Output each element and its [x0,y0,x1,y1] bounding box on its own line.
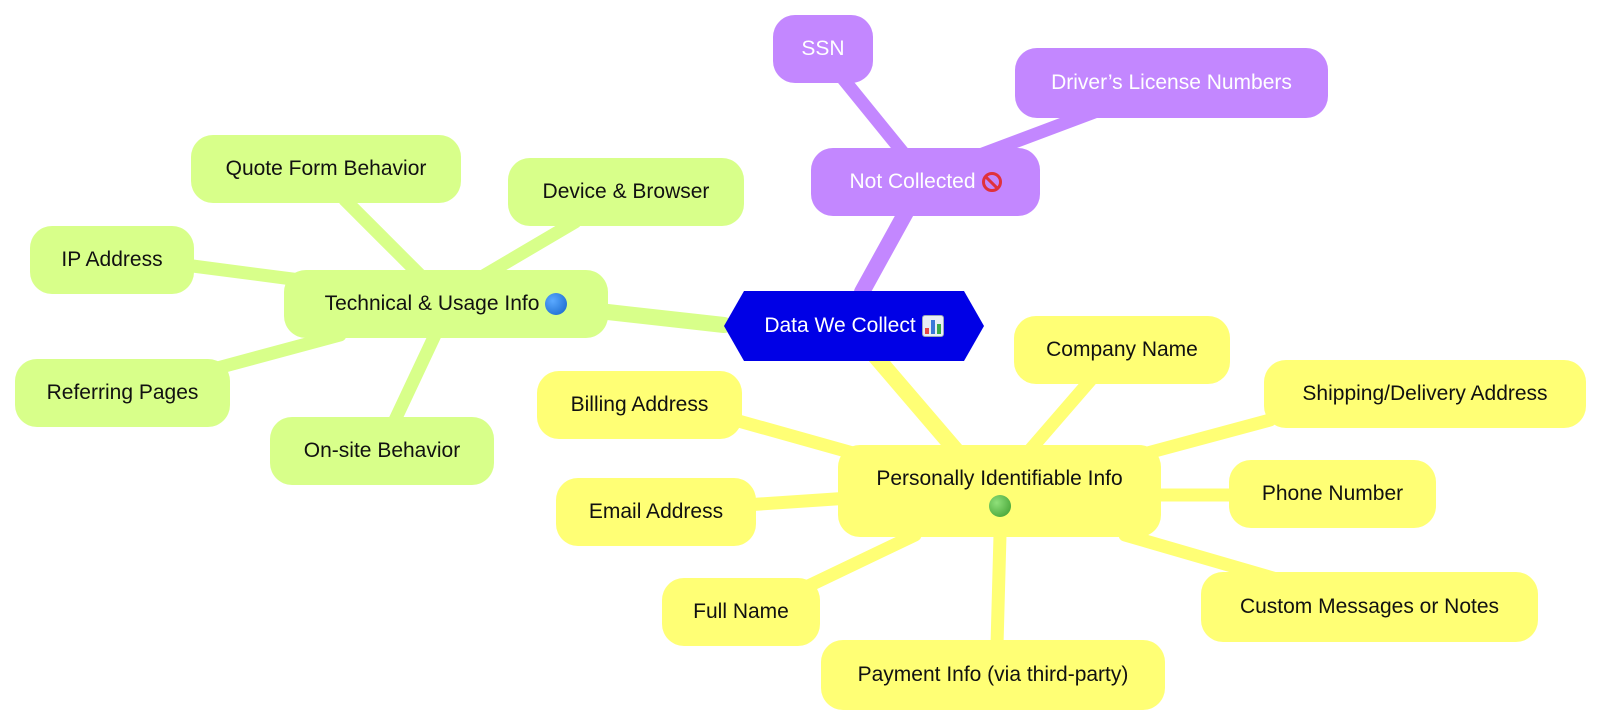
node-phone-number[interactable]: Phone Number [1229,460,1436,528]
node-quote-form-behavior[interactable]: Quote Form Behavior [191,135,461,203]
edge-not-collected-ssn [833,68,912,162]
root-node[interactable]: Data We Collect [724,291,984,361]
node-drivers-license[interactable]: Driver’s License Numbers [1015,48,1328,118]
node-phone-number-label: Phone Number [1261,482,1404,505]
node-company-name-label: Company Name [1046,338,1198,361]
prohibited-icon [981,172,1002,192]
node-drivers-license-label: Driver’s License Numbers [1051,71,1292,94]
root-label: Data We Collect [764,314,916,337]
node-full-name[interactable]: Full Name [662,578,820,646]
node-payment-info[interactable]: Payment Info (via third-party) [821,640,1165,710]
edge-pii-fullname [793,528,922,597]
node-email-address-label: Email Address [588,500,724,523]
edge-pii-billing [728,413,867,462]
node-shipping-address[interactable]: Shipping/Delivery Address [1264,360,1586,428]
edge-technical-quote [338,193,427,282]
node-ssn[interactable]: SSN [773,15,873,83]
edge-pii-payment [990,528,1007,652]
node-ip-address-label: IP Address [61,248,163,271]
node-ip-address[interactable]: IP Address [30,226,194,294]
edge-pii-email [738,491,857,512]
node-device-browser[interactable]: Device & Browser [508,158,744,226]
node-billing-address[interactable]: Billing Address [537,371,742,439]
node-referring-pages-label: Referring Pages [46,381,199,404]
node-referring-pages[interactable]: Referring Pages [15,359,230,427]
node-full-name-label: Full Name [693,600,789,623]
edge-root-technical [582,302,732,333]
node-quote-form-behavior-label: Quote Form Behavior [225,157,427,180]
node-payment-info-label: Payment Info (via third-party) [857,663,1129,686]
edge-technical-device [478,215,582,282]
node-billing-address-label: Billing Address [570,393,709,416]
node-onsite-behavior-label: On-site Behavior [303,439,461,462]
node-device-browser-label: Device & Browser [542,180,710,203]
edge-technical-onsite [388,328,442,427]
blue-circle-icon [545,293,568,315]
node-custom-messages[interactable]: Custom Messages or Notes [1201,572,1538,642]
edge-technical-ip [178,258,307,287]
edge-pii-company [1023,368,1102,457]
branch-not-collected[interactable]: Not Collected [811,148,1040,216]
branch-technical-label: Technical & Usage Info [324,292,540,315]
edge-technical-referring [203,328,347,377]
green-circle-icon [988,495,1011,517]
node-company-name[interactable]: Company Name [1014,316,1230,384]
edge-root-not-collected [854,197,918,300]
branch-technical[interactable]: Technical & Usage Info [284,270,608,338]
node-onsite-behavior[interactable]: On-site Behavior [270,417,494,485]
branch-pii-label: Personally Identifiable Info [876,467,1123,490]
branch-pii[interactable]: Personally Identifiable Info [838,445,1161,537]
node-ssn-label: SSN [801,37,845,60]
edge-root-pii [862,342,968,463]
node-custom-messages-label: Custom Messages or Notes [1239,595,1500,618]
edge-pii-shipping [1133,413,1277,462]
branch-not-collected-label: Not Collected [849,170,976,193]
node-shipping-address-label: Shipping/Delivery Address [1302,382,1548,405]
node-email-address[interactable]: Email Address [556,478,756,546]
bar-chart-icon [921,315,944,337]
